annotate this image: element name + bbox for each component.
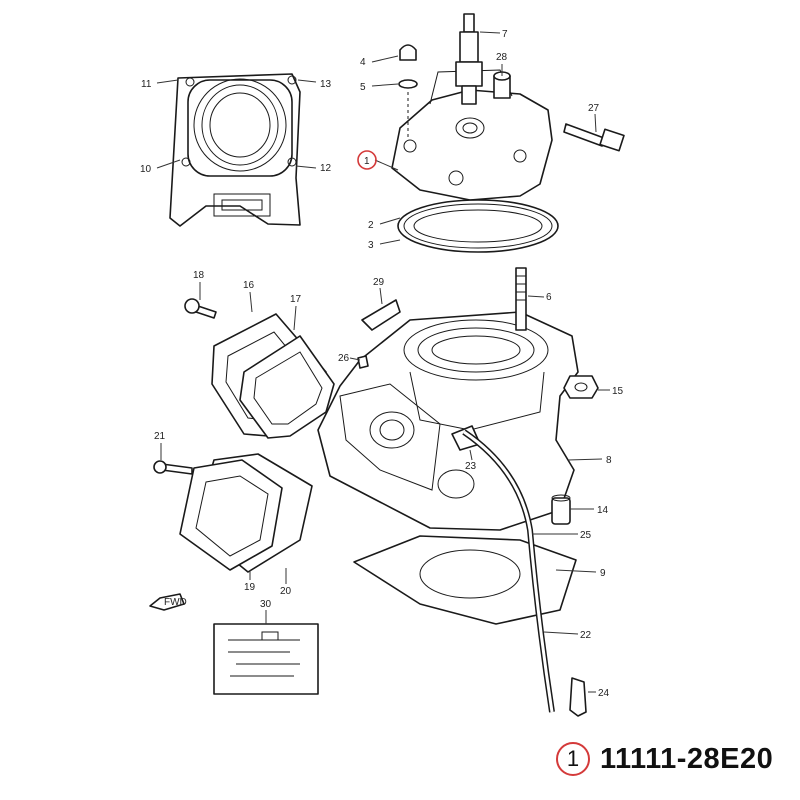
leader-lines xyxy=(156,31,610,693)
callout-14: 14 xyxy=(597,505,609,516)
callout-29: 29 xyxy=(373,277,385,288)
clip-26 xyxy=(357,355,369,369)
callout-11: 11 xyxy=(141,79,152,90)
hose-22-25 xyxy=(462,429,555,713)
drain-plug-24 xyxy=(569,677,587,717)
cap-nut-and-washer xyxy=(398,44,418,140)
part-number-footer: 1 11111-28E20 xyxy=(556,737,773,781)
callout-15: 15 xyxy=(612,386,624,397)
collar-14 xyxy=(551,494,571,525)
fwd-label: FWD xyxy=(164,597,187,608)
callout-1-highlight xyxy=(357,150,377,170)
callout-28: 28 xyxy=(496,52,508,63)
callout-30: 30 xyxy=(260,599,272,610)
callout-8: 8 xyxy=(606,455,612,466)
callout-25: 25 xyxy=(580,530,592,541)
bolt-21 xyxy=(153,460,193,475)
callout-22: 22 xyxy=(580,630,592,641)
cylinder-head-top-view xyxy=(169,73,301,227)
stud-6 xyxy=(515,267,527,331)
reed-valve-plates xyxy=(179,453,313,573)
callout-26: 26 xyxy=(338,353,350,364)
box-30 xyxy=(213,623,319,695)
ref-number-badge: 1 xyxy=(556,742,590,776)
callout-9: 9 xyxy=(600,568,606,579)
cylinder-block xyxy=(317,311,579,531)
callout-13: 13 xyxy=(320,79,332,90)
bracket-29 xyxy=(361,299,401,331)
callout-4: 4 xyxy=(360,57,366,68)
bolt-18 xyxy=(184,298,217,319)
callout-5: 5 xyxy=(360,82,366,93)
callout-16: 16 xyxy=(243,280,255,291)
callout-23: 23 xyxy=(465,461,477,472)
base-gasket-9 xyxy=(353,535,577,625)
callout-27: 27 xyxy=(588,103,600,114)
exhaust-gaskets xyxy=(211,313,335,439)
callout-21: 21 xyxy=(154,431,166,442)
head-gaskets xyxy=(397,199,559,253)
callout-labels: 11 13 10 12 4 5 7 28 27 1 2 3 6 18 16 17… xyxy=(140,29,624,699)
callout-19: 19 xyxy=(244,582,256,593)
callout-7: 7 xyxy=(502,29,508,40)
callout-17: 17 xyxy=(290,294,302,305)
callout-1: 1 xyxy=(364,156,370,167)
callout-24: 24 xyxy=(598,688,610,699)
callout-20: 20 xyxy=(280,586,292,597)
callout-10: 10 xyxy=(140,164,152,175)
part-number: 11111-28E20 xyxy=(600,742,774,775)
callout-6: 6 xyxy=(546,292,552,303)
forward-arrow: FWD xyxy=(149,593,187,611)
callout-3: 3 xyxy=(368,240,374,251)
callout-18: 18 xyxy=(193,270,205,281)
spark-plug xyxy=(455,13,483,105)
callout-12: 12 xyxy=(320,163,332,174)
head-bolt xyxy=(563,123,625,152)
nut-15 xyxy=(563,375,599,399)
callout-2: 2 xyxy=(368,220,374,231)
